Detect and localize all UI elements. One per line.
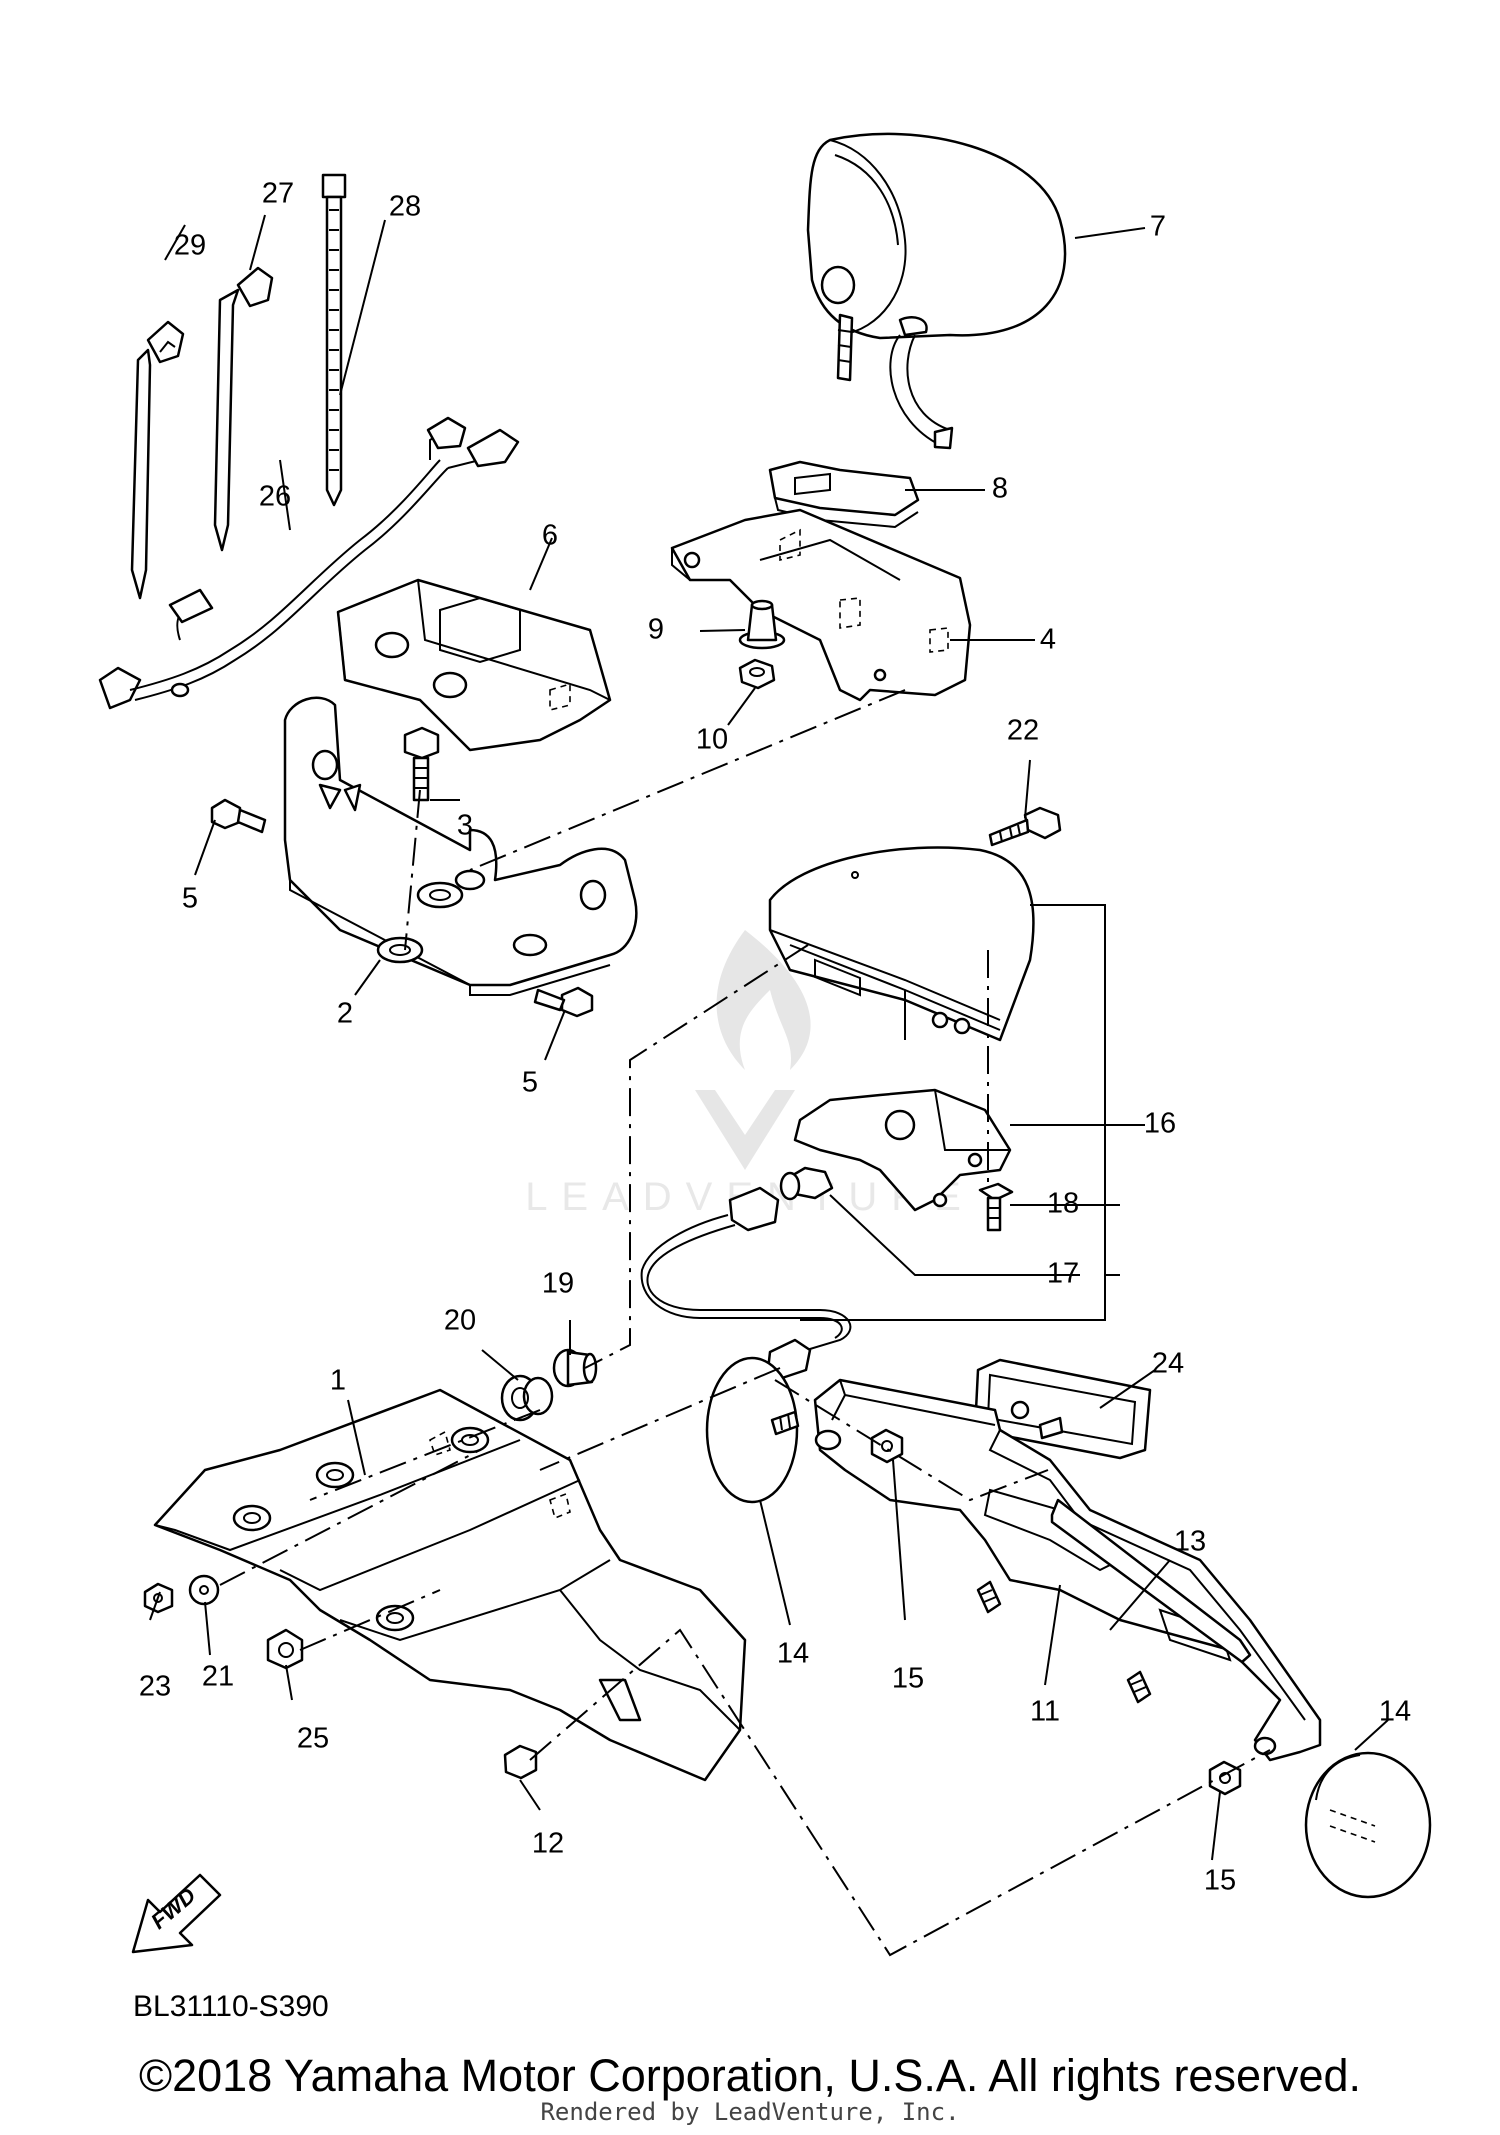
- damper-8: [768, 460, 920, 529]
- callout-29: 29: [174, 230, 206, 262]
- reflector-24: [973, 1358, 1152, 1460]
- callout-3: 3: [457, 810, 473, 842]
- callout-14-left: 14: [777, 1638, 809, 1670]
- bolt-5-lower: [533, 986, 594, 1018]
- callout-26: 26: [259, 481, 291, 513]
- callout-25: 25: [297, 1723, 329, 1755]
- bolt-3: [403, 726, 440, 802]
- callout-7: 7: [1150, 211, 1166, 243]
- mounting-bracket-2: [283, 696, 638, 996]
- nut-15-right: [1208, 1760, 1242, 1796]
- callout-1: 1: [330, 1365, 346, 1397]
- callout-20: 20: [444, 1305, 476, 1337]
- callout-28: 28: [389, 191, 421, 223]
- callout-21: 21: [202, 1661, 234, 1693]
- bolt-5-upper: [210, 798, 267, 834]
- fwd-arrow-icon: FWD: [131, 1873, 222, 1954]
- electrical-box-6: [336, 578, 612, 752]
- rear-fender-1: [153, 1388, 747, 1782]
- round-reflector-14-left: [705, 1356, 800, 1504]
- diagram-code: BL31110-S390: [133, 1990, 329, 2023]
- callout-22: 22: [1007, 715, 1039, 747]
- callout-10: 10: [696, 724, 728, 756]
- nut-25: [266, 1628, 304, 1670]
- assembly-lines: [219, 689, 1271, 1957]
- grommet-20: [500, 1374, 554, 1422]
- callout-17: 17: [1047, 1258, 1079, 1290]
- callout-4: 4: [1040, 624, 1056, 656]
- collar-19: [552, 1348, 598, 1388]
- round-reflector-14-right: [1304, 1751, 1432, 1899]
- callout-13: 13: [1174, 1526, 1206, 1558]
- callout-5-upper: 5: [182, 883, 198, 915]
- callout-18: 18: [1047, 1188, 1079, 1220]
- callout-11: 11: [1030, 1696, 1060, 1728]
- callout-6: 6: [542, 520, 558, 552]
- screw-18: [978, 1182, 1014, 1232]
- cable-tie-29: [130, 320, 185, 600]
- wire-harness-26: [98, 416, 520, 710]
- callout-numbers: 1 2 3 4 5 5 6 7 8 9 10 11 12 13 14 14 15…: [139, 178, 1411, 1897]
- callout-8: 8: [992, 473, 1008, 505]
- light-socket-housing: [793, 1088, 1012, 1212]
- callout-24: 24: [1152, 1348, 1184, 1380]
- callout-15-right: 15: [1204, 1865, 1236, 1897]
- nut-10: [738, 658, 776, 690]
- meter-assembly-7: [806, 132, 1067, 450]
- callout-12: 12: [532, 1828, 564, 1860]
- nut-15-left: [870, 1428, 904, 1464]
- cable-tie-27: [213, 266, 274, 552]
- callout-9: 9: [648, 614, 664, 646]
- copyright-notice: ©2018 Yamaha Motor Corporation, U.S.A. A…: [138, 2050, 1362, 2101]
- tail-light-housing-16: [768, 846, 1035, 1042]
- cable-tie-28: [321, 173, 347, 507]
- meter-bracket-4: [670, 508, 972, 702]
- nut-12: [503, 1744, 538, 1780]
- grommet-9: [738, 599, 786, 650]
- leader-lines: [149, 214, 1389, 1861]
- callout-16: 16: [1144, 1108, 1176, 1140]
- callout-19: 19: [542, 1268, 574, 1300]
- bulb-17: [779, 1166, 834, 1201]
- bolt-22: [988, 806, 1062, 847]
- callout-15-left: 15: [892, 1663, 924, 1695]
- callout-23: 23: [139, 1671, 171, 1703]
- callout-14-right: 14: [1379, 1696, 1411, 1728]
- callout-5-lower: 5: [522, 1067, 538, 1099]
- rendered-by-credit: Rendered by LeadVenture, Inc.: [540, 2098, 960, 2126]
- washer-21: [188, 1574, 220, 1606]
- socket-cord: [640, 1186, 852, 1380]
- callout-2: 2: [337, 998, 353, 1030]
- callout-27: 27: [262, 178, 294, 210]
